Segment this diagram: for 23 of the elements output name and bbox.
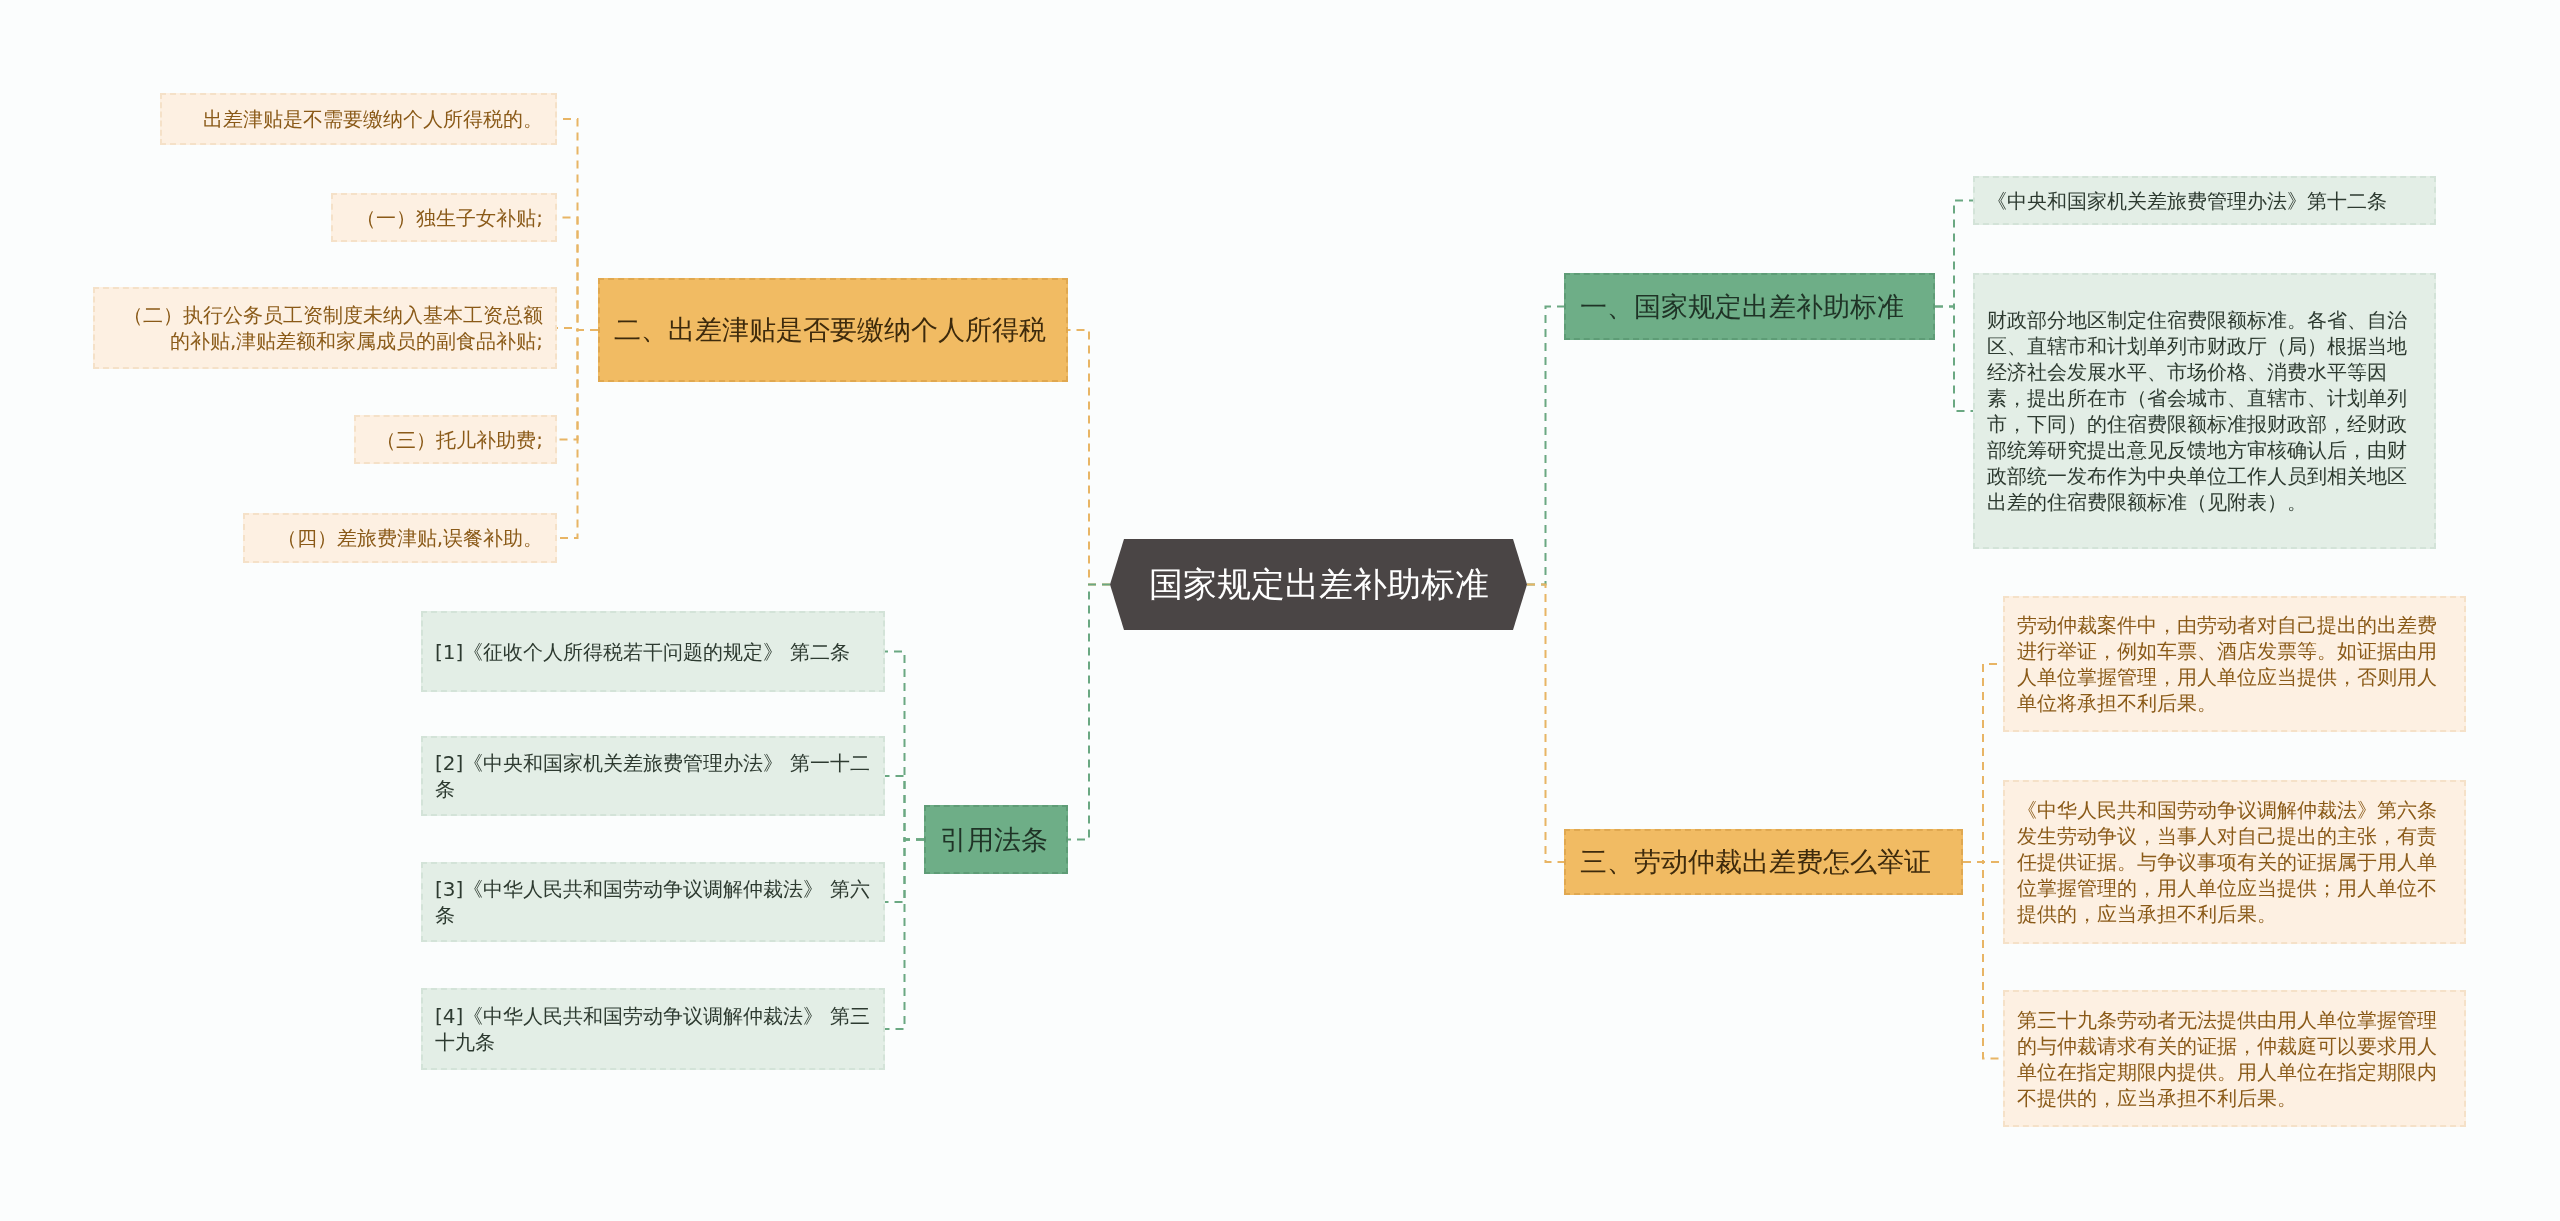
branch-topic: 二、出差津贴是否要缴纳个人所得税 — [598, 278, 1068, 382]
subtopic-box: 出差津贴是不需要缴纳个人所得税的。 — [160, 93, 557, 145]
subtopic-box: （一）独生子女补贴; — [331, 193, 557, 242]
connector-line — [1526, 583, 1565, 863]
connector-line — [1934, 305, 1974, 412]
subtopic-box: 《中央和国家机关差旅费管理办法》第十二条 — [1973, 176, 2436, 225]
branch-topic: 一、国家规定出差补助标准 — [1564, 273, 1935, 340]
branch-topic: 引用法条 — [924, 805, 1068, 874]
branch-topic: 三、劳动仲裁出差费怎么举证 — [1564, 829, 1963, 895]
subtopic-box: [3]《中华人民共和国劳动争议调解仲裁法》 第六条 — [421, 862, 885, 942]
subtopic-box: 劳动仲裁案件中，由劳动者对自己提出的出差费进行举证，例如车票、酒店发票等。如证据由用人单位掌握管理，用人单位应当提供，否则用人单位将承担不利后果。 — [2003, 596, 2466, 732]
subtopic-box: [4]《中华人民共和国劳动争议调解仲裁法》 第三十九条 — [421, 988, 885, 1070]
subtopic-box: [1]《征收个人所得税若干问题的规定》 第二条 — [421, 611, 885, 692]
subtopic-box: 第三十九条劳动者无法提供由用人单位掌握管理的与仲裁请求有关的证据，仲裁庭可以要求用人单位在指定期限内提供。用人单位在指定期限内不提供的，应当承担不利后果。 — [2003, 990, 2466, 1127]
subtopic-box: （二）执行公务员工资制度未纳入基本工资总额的补贴,津贴差额和家属成员的副食品补贴; — [93, 287, 557, 369]
subtopic-box: 《中华人民共和国劳动争议调解仲裁法》第六条发生劳动争议，当事人对自己提出的主张，有责任提供证据。与争议事项有关的证据属于用人单位掌握管理的，用人单位应当提供；用人单位不提供的，应当承担不利后果。 — [2003, 780, 2466, 944]
subtopic-box: [2]《中央和国家机关差旅费管理办法》 第一十二条 — [421, 736, 885, 816]
subtopic-box: （三）托儿补助费; — [354, 415, 557, 464]
connector-line — [884, 838, 925, 1030]
central-topic: 国家规定出差补助标准 — [1110, 539, 1527, 630]
subtopic-box: 财政部分地区制定住宿费限额标准。各省、自治区、直辖市和计划单列市财政厅（局）根据当地经济社会发展水平、市场价格、消费水平等因素，提出所在市（省会城市、直辖市、计划单列市，下同）的住宿费限额标准报财政部，经财政部统筹研究提出意见反馈地方审核确认后，由财政部统一发布作为中央单位工作人员到相关地区出差的住宿费限额标准（见附表）。 — [1973, 273, 2436, 549]
connector-line — [1067, 583, 1111, 841]
subtopic-box: （四）差旅费津贴,误餐补助。 — [243, 513, 557, 563]
